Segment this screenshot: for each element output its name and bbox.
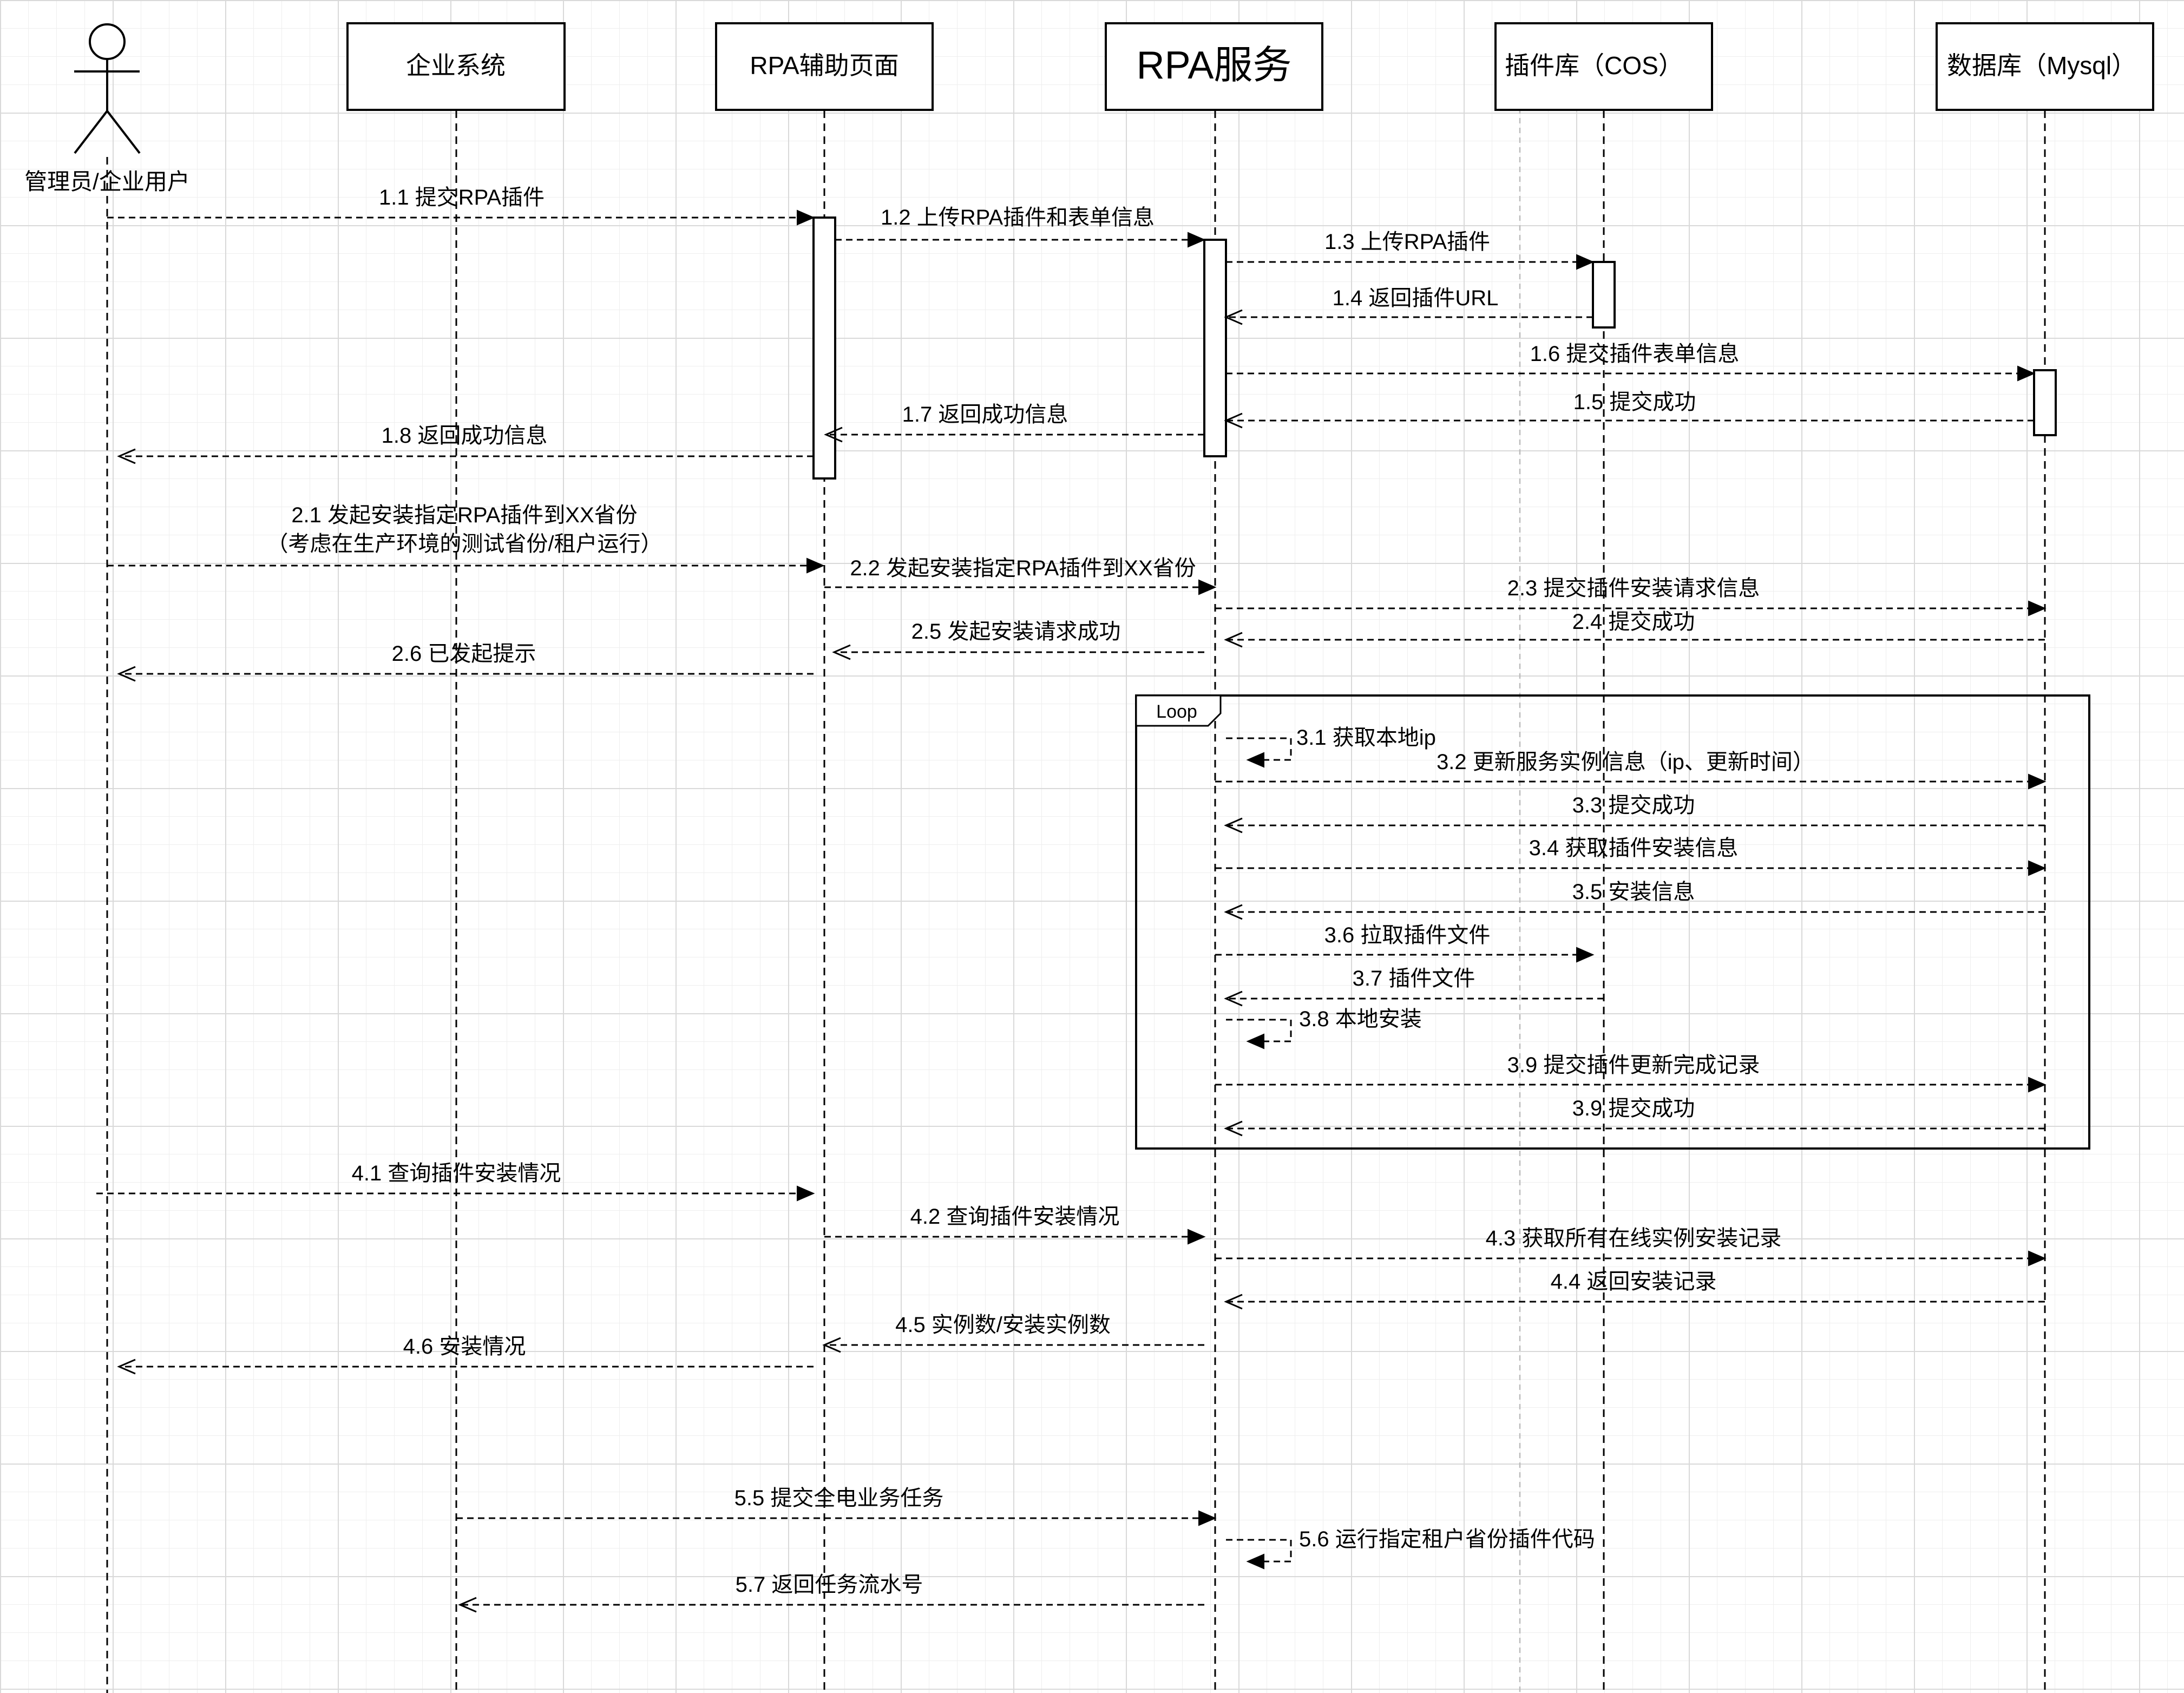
message-label: 4.4 返回安装记录 [1551, 1270, 1717, 1294]
message-m2-6: 2.6 已发起提示 [117, 642, 814, 682]
message-m3-3: 3.3 提交成功 [1224, 793, 2045, 834]
activation-rpa-page [812, 216, 836, 480]
activation-bars [812, 216, 2057, 480]
message-label: 2.1 发起安装指定RPA插件到XX省份 [291, 503, 637, 527]
message-label: 3.3 提交成功 [1572, 793, 1695, 817]
message-m5-6: 5.6 运行指定租户省份插件代码 [1226, 1527, 1595, 1570]
message-label: 2.2 发起安装指定RPA插件到XX省份 [850, 556, 1196, 580]
activation-plugin-lib [1592, 261, 1616, 329]
message-m4-4: 4.4 返回安装记录 [1224, 1270, 2045, 1310]
message-label: 5.6 运行指定租户省份插件代码 [1299, 1527, 1595, 1551]
message-label: 2.5 发起安装请求成功 [911, 620, 1121, 644]
svg-text:数据库（Mysql）: 数据库（Mysql） [1947, 51, 2136, 80]
message-m4-1: 4.1 查询插件安装情况 [96, 1162, 815, 1202]
message-m3-9b: 3.9 提交成功 [1224, 1097, 2045, 1137]
svg-text:RPA服务: RPA服务 [1137, 44, 1292, 87]
message-label: 3.4 获取插件安装信息 [1529, 836, 1739, 860]
message-label: 3.2 更新服务实例信息（ip、更新时间） [1437, 750, 1814, 774]
participant-plugin-lib: 插件库（COS） [1494, 22, 1713, 111]
message-label: 4.3 获取所有在线实例安装记录 [1486, 1226, 1782, 1250]
participant-rpa-service: RPA服务 [1105, 22, 1323, 111]
message-m4-2: 4.2 查询插件安装情况 [824, 1205, 1206, 1245]
participant-enterprise: 企业系统 [346, 22, 566, 111]
message-m4-3: 4.3 获取所有在线实例安装记录 [1215, 1226, 2047, 1267]
message-m3-4: 3.4 获取插件安装信息 [1215, 836, 2047, 876]
lifelines [106, 110, 2046, 1693]
message-label: 2.6 已发起提示 [392, 642, 536, 666]
message-m2-1: 2.1 发起安装指定RPA插件到XX省份 （考虑在生产环境的测试省份/租户运行） [107, 503, 825, 574]
participant-database: 数据库（Mysql） [1936, 22, 2154, 111]
message-m3-2: 3.2 更新服务实例信息（ip、更新时间） [1215, 750, 2047, 790]
message-m4-5: 4.5 实例数/安装实例数 [822, 1313, 1204, 1353]
message-label: 1.8 返回成功信息 [382, 424, 548, 448]
message-m4-6: 4.6 安装情况 [117, 1335, 814, 1375]
svg-text:RPA辅助页面: RPA辅助页面 [750, 51, 898, 80]
message-m1-8: 1.8 返回成功信息 [117, 424, 814, 464]
message-label: 2.3 提交插件安装请求信息 [1507, 576, 1760, 600]
message-label: （考虑在生产环境的测试省份/租户运行） [266, 532, 662, 556]
message-m1-4: 1.4 返回插件URL [1224, 286, 1593, 325]
loop-label: Loop [1156, 701, 1197, 722]
message-label: 1.2 上传RPA插件和表单信息 [881, 206, 1155, 229]
message-m1-7: 1.7 返回成功信息 [824, 403, 1204, 443]
message-m1-6: 1.6 提交插件表单信息 [1226, 342, 2036, 382]
participant-user: 管理员/企业用户 [24, 169, 190, 194]
message-m1-1: 1.1 提交RPA插件 [107, 186, 815, 226]
message-label: 3.9 提交插件更新完成记录 [1507, 1053, 1760, 1077]
message-label: 4.1 查询插件安装情况 [352, 1162, 561, 1185]
message-m2-4: 2.4 提交成功 [1224, 610, 2045, 648]
message-label: 1.7 返回成功信息 [902, 403, 1068, 426]
message-label: 1.6 提交插件表单信息 [1530, 342, 1740, 366]
actor-figure [74, 23, 141, 154]
message-label: 3.5 安装信息 [1572, 880, 1695, 904]
message-label: 3.6 拉取插件文件 [1324, 923, 1491, 947]
message-m2-2: 2.2 发起安装指定RPA插件到XX省份 [824, 556, 1217, 595]
message-label: 3.1 获取本地ip [1296, 726, 1436, 750]
message-m2-5: 2.5 发起安装请求成功 [832, 620, 1204, 660]
participant-rpa-page: RPA辅助页面 [715, 22, 934, 111]
message-m3-7: 3.7 插件文件 [1224, 967, 1604, 1007]
message-m3-1: 3.1 获取本地ip [1226, 726, 1436, 768]
message-m2-3: 2.3 提交插件安装请求信息 [1215, 576, 2047, 616]
message-m1-5: 1.5 提交成功 [1224, 390, 2034, 429]
activation-rpa-service [1203, 239, 1227, 457]
message-label: 1.3 上传RPA插件 [1324, 230, 1490, 254]
message-label: 3.9 提交成功 [1572, 1097, 1695, 1120]
message-m5-5: 5.5 提交全电业务任务 [456, 1486, 1217, 1526]
message-label: 5.5 提交全电业务任务 [734, 1486, 944, 1510]
message-m3-8: 3.8 本地安装 [1226, 1007, 1422, 1049]
message-label: 1.5 提交成功 [1573, 390, 1696, 414]
message-label: 1.1 提交RPA插件 [379, 186, 545, 209]
message-label: 4.2 查询插件安装情况 [910, 1205, 1120, 1229]
message-m5-7: 5.7 返回任务流水号 [458, 1573, 1204, 1613]
svg-text:企业系统: 企业系统 [406, 51, 506, 80]
messages: 1.1 提交RPA插件 1.2 上传RPA插件和表单信息 1.3 上传RPA插件 1.… [96, 186, 2047, 1613]
message-label: 4.6 安装情况 [403, 1335, 526, 1359]
message-m3-6: 3.6 拉取插件文件 [1215, 923, 1595, 963]
message-m3-5: 3.5 安装信息 [1224, 880, 2045, 920]
message-label: 4.5 实例数/安装实例数 [895, 1313, 1111, 1337]
message-m1-3: 1.3 上传RPA插件 [1226, 230, 1595, 270]
svg-text:插件库（COS）: 插件库（COS） [1505, 51, 1683, 80]
message-label: 5.7 返回任务流水号 [736, 1573, 923, 1597]
message-m1-2: 1.2 上传RPA插件和表单信息 [835, 206, 1206, 248]
activation-database [2033, 369, 2057, 436]
message-label: 2.4 提交成功 [1572, 610, 1695, 634]
message-m3-9a: 3.9 提交插件更新完成记录 [1215, 1053, 2047, 1093]
message-label: 1.4 返回插件URL [1333, 286, 1499, 310]
message-label: 3.8 本地安装 [1299, 1007, 1422, 1031]
message-label: 3.7 插件文件 [1353, 967, 1475, 990]
loop-frame: Loop [1135, 694, 2090, 1150]
